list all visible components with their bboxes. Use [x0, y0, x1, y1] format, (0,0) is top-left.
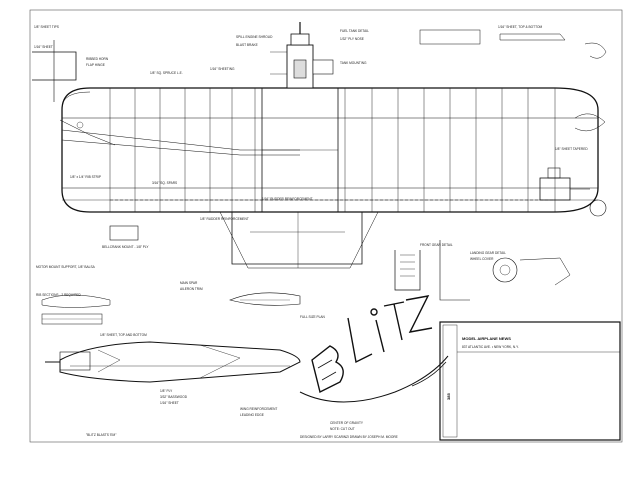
blitz-logo — [299, 295, 449, 403]
note-mid-1: MAIN SPAR — [180, 281, 198, 285]
title-block-frame — [439, 321, 621, 441]
right-details — [394, 29, 607, 301]
note-tail-2: 1/16" SHEET — [34, 45, 53, 49]
note-wing-5: 1/8" RUDDER REINFORCEMENT — [200, 217, 249, 221]
note-right-1: 1/16" SHEET, TOP & BOTTOM — [498, 25, 542, 29]
fuselage-side-view — [45, 292, 301, 383]
note-bottom-2: NOTE: CUT OUT — [330, 427, 355, 431]
magazine-title: MODEL AIRPLANE NEWS — [462, 336, 511, 341]
note-fuse-5: WING REINFORCEMENT — [240, 407, 277, 411]
note-fuse-4: 1/16" SHEET — [160, 401, 179, 405]
note-mid-3: FULL SIZE PLAN — [300, 315, 326, 319]
note-tail-3: RIBBED HORN — [86, 57, 109, 61]
note-engine-1: SPILL ENGINE SHROUD — [236, 35, 273, 39]
note-engine-3: FUEL TANK DETAIL — [340, 29, 369, 33]
note-tail-4: FLAP HINGE — [86, 63, 105, 67]
note-engine-4: 1/32" PLY NOSE — [340, 37, 364, 41]
note-right-4: LANDING GEAR DETAIL — [470, 251, 506, 255]
note-engine-2: BLAST BRAKE — [236, 43, 258, 47]
note-bottom-1: CENTER OF GRAVITY — [330, 421, 364, 425]
annotations: 1/8" SHEET TIPS 1/16" SHEET RIBBED HORN … — [34, 25, 588, 431]
note-wing-1: 1/8" SQ. SPRUCE L.E. — [150, 71, 183, 75]
magazine-address: 837 ATLANTIC AVE. • NEW YORK, N.Y. — [462, 345, 519, 349]
note-fuse-3: 3/32" BASSWOOD — [160, 395, 188, 399]
tail-elevator — [32, 40, 116, 146]
note-right-5: WHEEL COVER — [470, 257, 494, 261]
note-right-3: FRONT GEAR DETAIL — [420, 243, 453, 247]
note-fuse-2: 1/8" PLY — [160, 389, 173, 393]
note-tail-1: 1/8" SHEET TIPS — [34, 25, 59, 29]
note-wing-4: 1/16" RUDDER REINFORCEMENT — [262, 197, 313, 201]
note-motor-mount: MOTOR MOUNT SUPPORT, 1/8" BALSA — [36, 265, 96, 269]
design-credits: DESIGNED BY LARRY SCARINZI DRAWN BY JOSE… — [300, 435, 398, 439]
note-wing-2: 1/16" SHEETING — [210, 67, 235, 71]
sheet-border — [29, 9, 623, 443]
note-wing-6: 3/16" SQ. SPARS — [152, 181, 177, 185]
note-mid-2: AILERON TRIM — [180, 287, 203, 291]
note-right-2: 1/8" SHEET TAPERED — [555, 147, 588, 151]
note-rib-sections: RIB SECTIONS - 2 REQUIRED — [36, 293, 82, 297]
note-wing-3: 1/8" x 1/4" RIB STRIP — [70, 175, 101, 179]
plan-number: 385 — [446, 393, 451, 400]
note-fuse-1: 1/8" SHEET, TOP AND BOTTOM — [100, 333, 147, 337]
note-tank-1: TANK MOUNTING — [340, 61, 367, 65]
note-fuse-6: LEADING EDGE — [240, 413, 264, 417]
fuselage-planform — [219, 211, 379, 269]
wing-planform — [61, 87, 599, 213]
bottom-caption: "BLITZ BLASTS 'EM" — [86, 433, 116, 437]
rib-sections — [41, 225, 139, 325]
note-bellcrank: BELLCRANK MOUNT - 1/8" PLY — [102, 245, 149, 249]
engine-top-view — [270, 22, 334, 89]
